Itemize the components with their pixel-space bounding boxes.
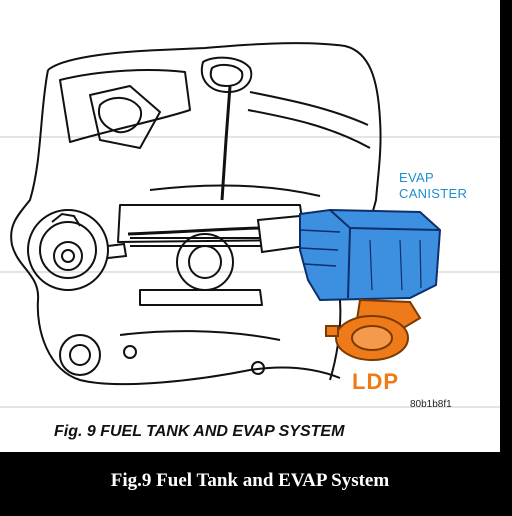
drain-fitting xyxy=(59,334,265,376)
part-code-label: 80b1b8f1 xyxy=(410,399,452,410)
center-sender xyxy=(130,233,262,291)
evap-label-line1: EVAP xyxy=(399,170,434,185)
ldp-label: LDP xyxy=(352,369,399,394)
fuel-tank-diagram xyxy=(0,42,500,408)
bottom-caption: Fig.9 Fuel Tank and EVAP System xyxy=(110,470,390,491)
vent-line xyxy=(220,85,232,201)
figure-caption: Fig. 9 FUEL TANK AND EVAP SYSTEM xyxy=(54,423,345,440)
evap-canister-label: EVAP CANISTER xyxy=(399,170,467,202)
ldp-pump xyxy=(325,298,422,361)
evap-label-line2: CANISTER xyxy=(399,186,468,201)
evap-canister xyxy=(299,208,442,302)
right-border-strip xyxy=(500,0,512,452)
fuel-pump-module xyxy=(27,209,128,291)
diagram-panel: EVAP CANISTER LDP 80b1b8f1 Fig. 9 FUEL T… xyxy=(0,0,500,452)
